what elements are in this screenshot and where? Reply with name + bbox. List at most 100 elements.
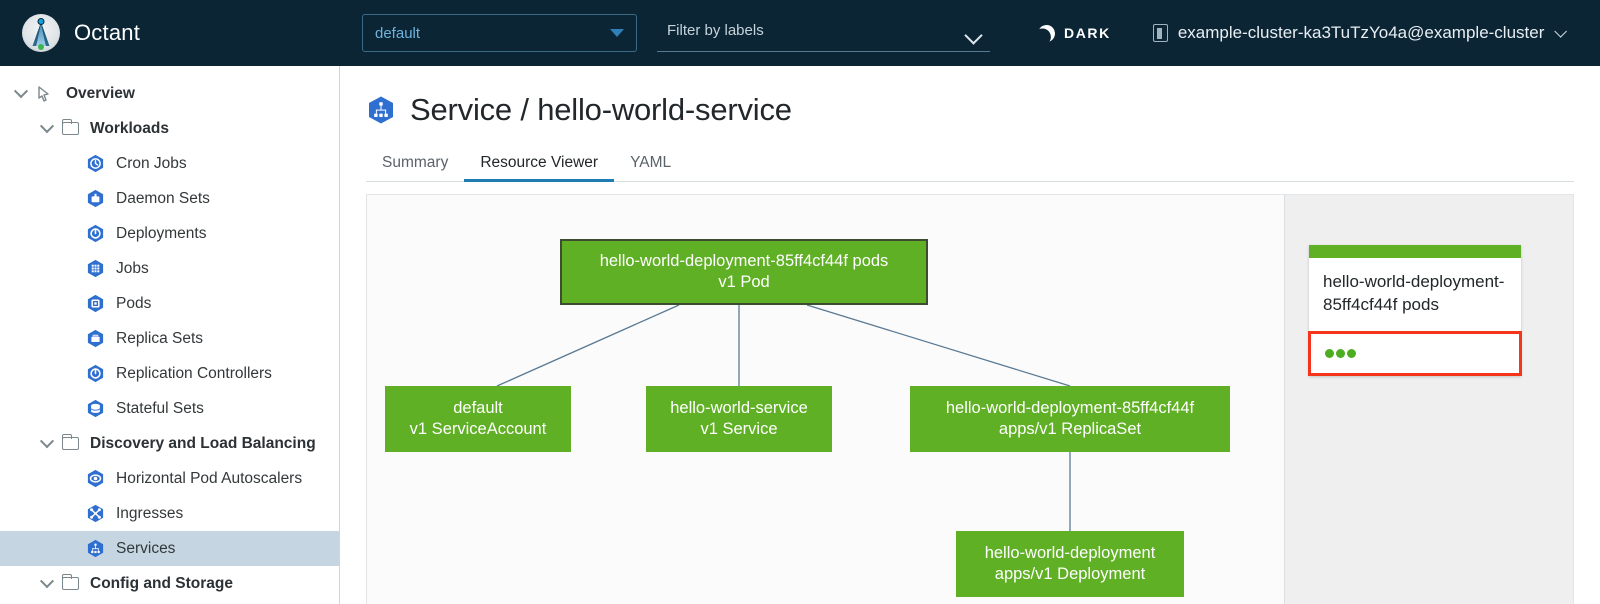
- sidebar-item-label: Config and Storage: [90, 574, 233, 592]
- graph-node-name: hello-world-service: [670, 398, 808, 417]
- theme-toggle-label: DARK: [1064, 25, 1111, 41]
- sidebar-item-label: Replica Sets: [116, 329, 204, 347]
- graph-node-kind: v1 Service: [700, 420, 778, 438]
- detail-card-status-bar: [1309, 245, 1521, 258]
- chevron-down-icon: [610, 29, 624, 37]
- sidebar-item-deployments[interactable]: Deployments: [0, 216, 339, 251]
- labels-filter-input[interactable]: Filter by labels: [657, 14, 990, 52]
- graph-node-kind: v1 ServiceAccount: [409, 420, 547, 438]
- sidebar-item-label: Jobs: [116, 259, 149, 277]
- k8s-daemonset-icon: [86, 189, 105, 208]
- cluster-icon: [1152, 24, 1168, 42]
- graph-edge: [496, 304, 680, 387]
- sidebar-group-workloads[interactable]: Workloads: [0, 111, 339, 146]
- detail-panel: hello-world-deployment-85ff4cf44f pods: [1284, 194, 1574, 604]
- tab-resource-viewer[interactable]: Resource Viewer: [464, 148, 614, 182]
- moon-icon: [1036, 22, 1057, 43]
- k8s-cronjob-icon: [86, 154, 105, 173]
- graph-node-deploy[interactable]: hello-world-deployment apps/v1 Deployment: [956, 531, 1184, 597]
- folder-icon: [61, 573, 79, 590]
- folder-icon: [61, 433, 79, 450]
- graph-node-rs[interactable]: hello-world-deployment-85ff4cf44f apps/v1…: [910, 386, 1230, 452]
- main-content: Service / hello-world-service Summary Res…: [340, 66, 1600, 604]
- k8s-pod-icon: [86, 294, 105, 313]
- sidebar-item-label: Discovery and Load Balancing: [90, 434, 316, 452]
- chevron-down-icon[interactable]: [32, 433, 62, 449]
- status-dot[interactable]: [1325, 348, 1334, 358]
- sidebar-item-cron-jobs[interactable]: Cron Jobs: [0, 146, 339, 181]
- sidebar-item-label: Deployments: [116, 224, 207, 242]
- k8s-replicationcontroller-icon: [86, 364, 105, 383]
- sidebar-item-label: Daemon Sets: [116, 189, 210, 207]
- sidebar-group-discovery-and-load-balancing[interactable]: Discovery and Load Balancing: [0, 426, 339, 461]
- labels-filter-placeholder: Filter by labels: [667, 22, 764, 39]
- sidebar-item-label: Horizontal Pod Autoscalers: [116, 469, 303, 487]
- detail-card[interactable]: hello-world-deployment-85ff4cf44f pods: [1308, 245, 1522, 376]
- app-header: Octant default Filter by labels DARK exa…: [0, 0, 1600, 66]
- sidebar-item-replica-sets[interactable]: Replica Sets: [0, 321, 339, 356]
- sidebar-item-label: Overview: [66, 84, 135, 102]
- graph-node-pod[interactable]: hello-world-deployment-85ff4cf44f pods v1…: [560, 239, 928, 305]
- sidebar-item-services[interactable]: Services: [0, 531, 339, 566]
- graph-node-name: hello-world-deployment-85ff4cf44f pods: [599, 251, 889, 270]
- resource-graph-canvas[interactable]: hello-world-deployment-85ff4cf44f pods v1…: [366, 194, 1284, 604]
- cluster-value: example-cluster-ka3TuTzYo4a@example-clus…: [1177, 23, 1545, 42]
- graph-node-kind: v1 Pod: [718, 273, 770, 291]
- k8s-deployment-icon: [86, 224, 105, 243]
- namespace-select[interactable]: default: [362, 14, 637, 52]
- sidebar-item-label: Workloads: [90, 119, 169, 137]
- octant-logo-icon: [22, 14, 60, 52]
- chevron-down-icon[interactable]: [32, 118, 62, 134]
- brand-name: Octant: [74, 20, 141, 45]
- tab-summary[interactable]: Summary: [382, 154, 449, 171]
- graph-node-name: hello-world-deployment-85ff4cf44f: [945, 398, 1195, 417]
- sidebar-item-jobs[interactable]: Jobs: [0, 251, 339, 286]
- chevron-down-icon[interactable]: [6, 83, 36, 99]
- graph-node-name: default: [453, 398, 503, 417]
- sidebar-item-label: Pods: [116, 294, 152, 312]
- graph-node-name: hello-world-deployment: [984, 543, 1156, 562]
- graph-node-sa[interactable]: default v1 ServiceAccount: [385, 386, 571, 452]
- pod-status-dots[interactable]: [1308, 330, 1522, 376]
- chevron-down-icon: [964, 26, 983, 45]
- graph-edge: [806, 304, 1071, 387]
- tab-yaml[interactable]: YAML: [630, 154, 672, 171]
- graph-node-svc[interactable]: hello-world-service v1 Service: [646, 386, 832, 452]
- theme-toggle[interactable]: DARK: [1038, 25, 1111, 42]
- k8s-service-icon: [86, 539, 105, 558]
- chevron-down-icon: [1554, 24, 1568, 38]
- namespace-value: default: [375, 24, 421, 42]
- folder-icon: [61, 118, 79, 135]
- page-title-text: Service / hello-world-service: [410, 92, 792, 127]
- sidebar-item-label: Ingresses: [116, 504, 184, 522]
- k8s-hpa-icon: [86, 469, 105, 488]
- detail-card-title: hello-world-deployment-85ff4cf44f pods: [1323, 272, 1505, 314]
- sidebar-item-label: Services: [116, 539, 176, 557]
- brand[interactable]: Octant: [0, 14, 340, 52]
- status-dot[interactable]: [1347, 348, 1356, 358]
- sidebar-item-ingresses[interactable]: Ingresses: [0, 496, 339, 531]
- page-title: Service / hello-world-service: [366, 92, 1600, 128]
- sidebar-item-daemon-sets[interactable]: Daemon Sets: [0, 181, 339, 216]
- k8s-replicaset-icon: [86, 329, 105, 348]
- cluster-select[interactable]: example-cluster-ka3TuTzYo4a@example-clus…: [1152, 23, 1568, 43]
- sidebar-item-label: Stateful Sets: [116, 399, 204, 417]
- graph-node-kind: apps/v1 Deployment: [994, 565, 1146, 583]
- status-dot[interactable]: [1336, 348, 1345, 358]
- sidebar-group-overview[interactable]: Overview: [0, 76, 339, 111]
- cursor-icon: [36, 85, 55, 102]
- sidebar-item-stateful-sets[interactable]: Stateful Sets: [0, 391, 339, 426]
- k8s-ingress-icon: [86, 504, 105, 523]
- k8s-statefulset-icon: [86, 399, 105, 418]
- sidebar-item-horizontal-pod-autoscalers[interactable]: Horizontal Pod Autoscalers: [0, 461, 339, 496]
- k8s-service-icon: [366, 95, 396, 125]
- sidebar-item-label: Cron Jobs: [116, 154, 187, 172]
- chevron-down-icon[interactable]: [32, 573, 62, 589]
- sidebar-item-pods[interactable]: Pods: [0, 286, 339, 321]
- graph-node-kind: apps/v1 ReplicaSet: [998, 420, 1142, 438]
- sidebar-item-replication-controllers[interactable]: Replication Controllers: [0, 356, 339, 391]
- resource-viewer: hello-world-deployment-85ff4cf44f pods v1…: [366, 194, 1574, 604]
- k8s-job-icon: [86, 259, 105, 278]
- sidebar-group-config-and-storage[interactable]: Config and Storage: [0, 566, 339, 601]
